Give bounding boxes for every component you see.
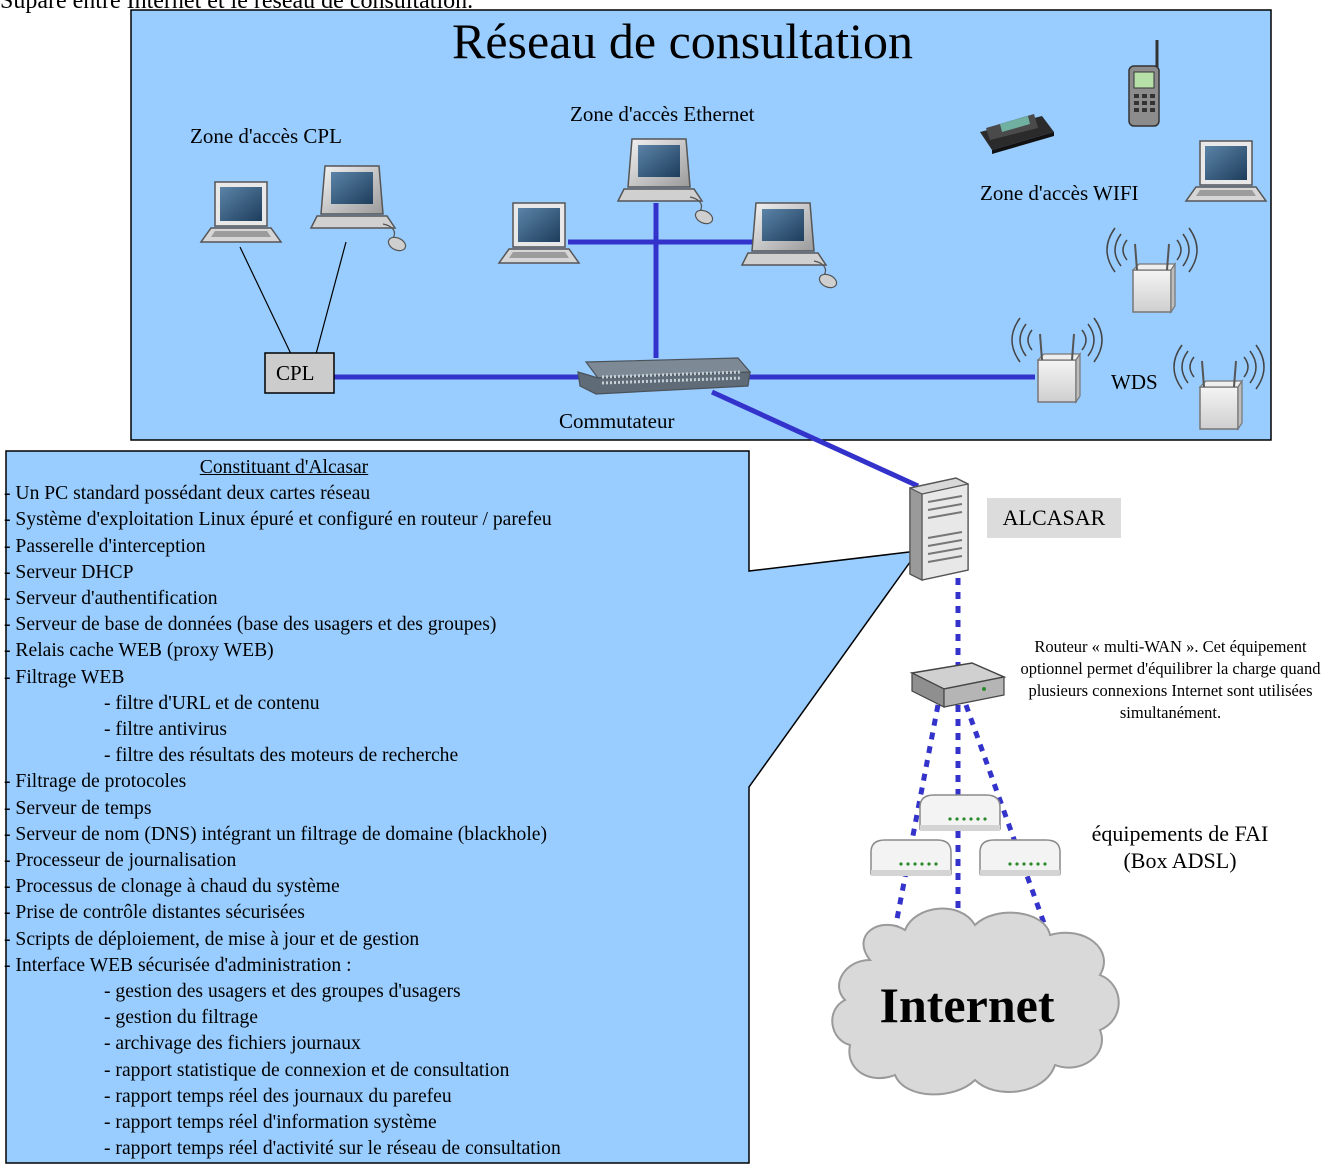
adsl-box-icon: [870, 839, 952, 877]
switch-label: Commutateur: [559, 409, 675, 433]
zone-ethernet-label: Zone d'accès Ethernet: [570, 102, 755, 126]
server-tower-icon: [909, 477, 969, 581]
zone-cpl-label: Zone d'accès CPL: [190, 124, 342, 148]
component-item: - Serveur de base de données (base des u…: [4, 614, 497, 636]
cpl-box-label: CPL: [276, 361, 315, 385]
component-item: - Système d'exploitation Linux épuré et …: [4, 509, 552, 531]
switch-icon: [577, 357, 752, 395]
component-subitem: - filtre des résultats des moteurs de re…: [104, 745, 459, 767]
component-subitem: - rapport temps réel d'activité sur le r…: [104, 1138, 561, 1160]
router-icon: [909, 662, 1007, 708]
component-item: - Scripts de déploiement, de mise à jour…: [4, 928, 420, 950]
component-item: - Interface WEB sécurisée d'administrati…: [4, 954, 352, 976]
router-note: Routeur « multi-WAN ». Cet équipement op…: [1020, 637, 1321, 722]
component-item: - Serveur d'authentification: [4, 588, 218, 610]
component-subitem: - rapport statistique de connexion et de…: [104, 1059, 510, 1081]
network-title: Réseau de consultation: [452, 13, 913, 69]
isp-label-line1: équipements de FAI: [1091, 821, 1269, 846]
component-subitem: - gestion des usagers et des groupes d'u…: [104, 981, 461, 1003]
alcasar-components-list: Constituant d'Alcasar - Un PC standard p…: [4, 455, 744, 1162]
isp-label-line2: (Box ADSL): [1123, 848, 1237, 873]
cpl-links: [239, 241, 347, 355]
component-item: - Prise de contrôle distantes sécurisées: [4, 902, 305, 924]
zone-wifi-label: Zone d'accès WIFI: [980, 181, 1139, 205]
ethernet-links: [334, 203, 1035, 489]
adsl-box-icon: [919, 794, 1001, 832]
component-subitem: - gestion du filtrage: [104, 1007, 258, 1029]
component-item: - Passerelle d'interception: [4, 535, 206, 557]
internet-cloud-icon: [831, 907, 1120, 1096]
component-subitem: - filtre antivirus: [104, 719, 227, 741]
wan-links: [889, 578, 1053, 946]
component-item: - Relais cache WEB (proxy WEB): [4, 640, 274, 662]
component-subitem: - rapport temps réel d'information systè…: [104, 1112, 437, 1134]
component-subitem: - filtre d'URL et de contenu: [104, 692, 320, 714]
alcasar-label: ALCASAR: [987, 498, 1121, 538]
component-subitem: - archivage des fichiers journaux: [104, 1033, 361, 1055]
component-item: - Processus de clonage à chaud du systèm…: [4, 876, 340, 898]
component-item: - Filtrage WEB: [4, 666, 125, 688]
component-item: - Serveur DHCP: [4, 561, 134, 583]
component-item: - Filtrage de protocoles: [4, 771, 187, 793]
component-item: - Processeur de journalisation: [4, 850, 237, 872]
components-items: - Un PC standard possédant deux cartes r…: [4, 481, 744, 1162]
handheld-terminal-icon: [980, 114, 1054, 154]
internet-label: Internet: [879, 977, 1055, 1033]
components-heading: Constituant d'Alcasar: [199, 457, 369, 478]
isp-equipment-label: équipements de FAI (Box ADSL): [1060, 820, 1300, 874]
component-item: - Un PC standard possédant deux cartes r…: [4, 483, 371, 505]
wds-label: WDS: [1111, 370, 1158, 394]
adsl-box-icon: [979, 839, 1061, 877]
alcasar-callout: [5, 450, 920, 1164]
component-item: - Serveur de temps: [4, 797, 152, 819]
component-subitem: - rapport temps réel des journaux du par…: [104, 1085, 452, 1107]
mobile-phone-icon: [1128, 40, 1160, 127]
cpl-box: [264, 352, 335, 394]
component-item: - Serveur de nom (DNS) intégrant un filt…: [4, 823, 547, 845]
